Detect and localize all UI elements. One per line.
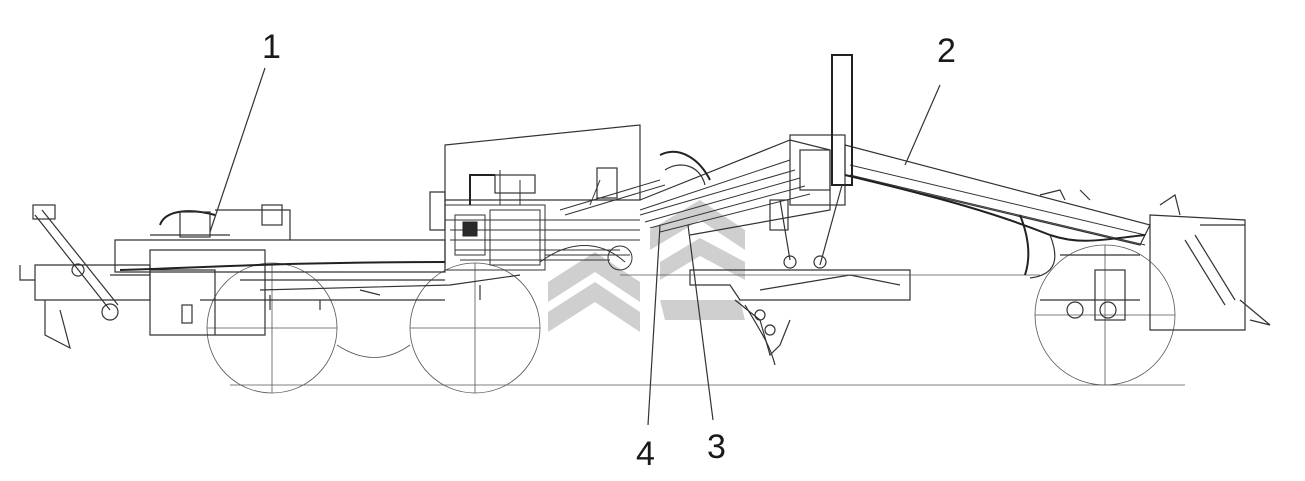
wheels — [206, 244, 1176, 394]
callout-label-3: 3 — [707, 428, 726, 466]
central-machinery — [444, 170, 666, 271]
rear-ripper — [19, 204, 151, 350]
main-frame — [639, 134, 1271, 331]
moldboard — [620, 269, 1040, 366]
callout-1: 1 — [209, 28, 281, 233]
watermark-logo — [548, 200, 745, 332]
callout-4: 4 — [636, 224, 661, 473]
front-axle — [1019, 214, 1140, 321]
callout-label-4: 4 — [636, 435, 655, 473]
rear-frame — [114, 204, 446, 336]
lift-cylinders — [769, 54, 853, 269]
callout-3: 3 — [687, 224, 726, 466]
wiring-harness — [119, 174, 1146, 310]
callout-2: 2 — [904, 32, 956, 166]
callout-label-1: 1 — [262, 28, 281, 66]
callout-label-2: 2 — [937, 32, 956, 70]
